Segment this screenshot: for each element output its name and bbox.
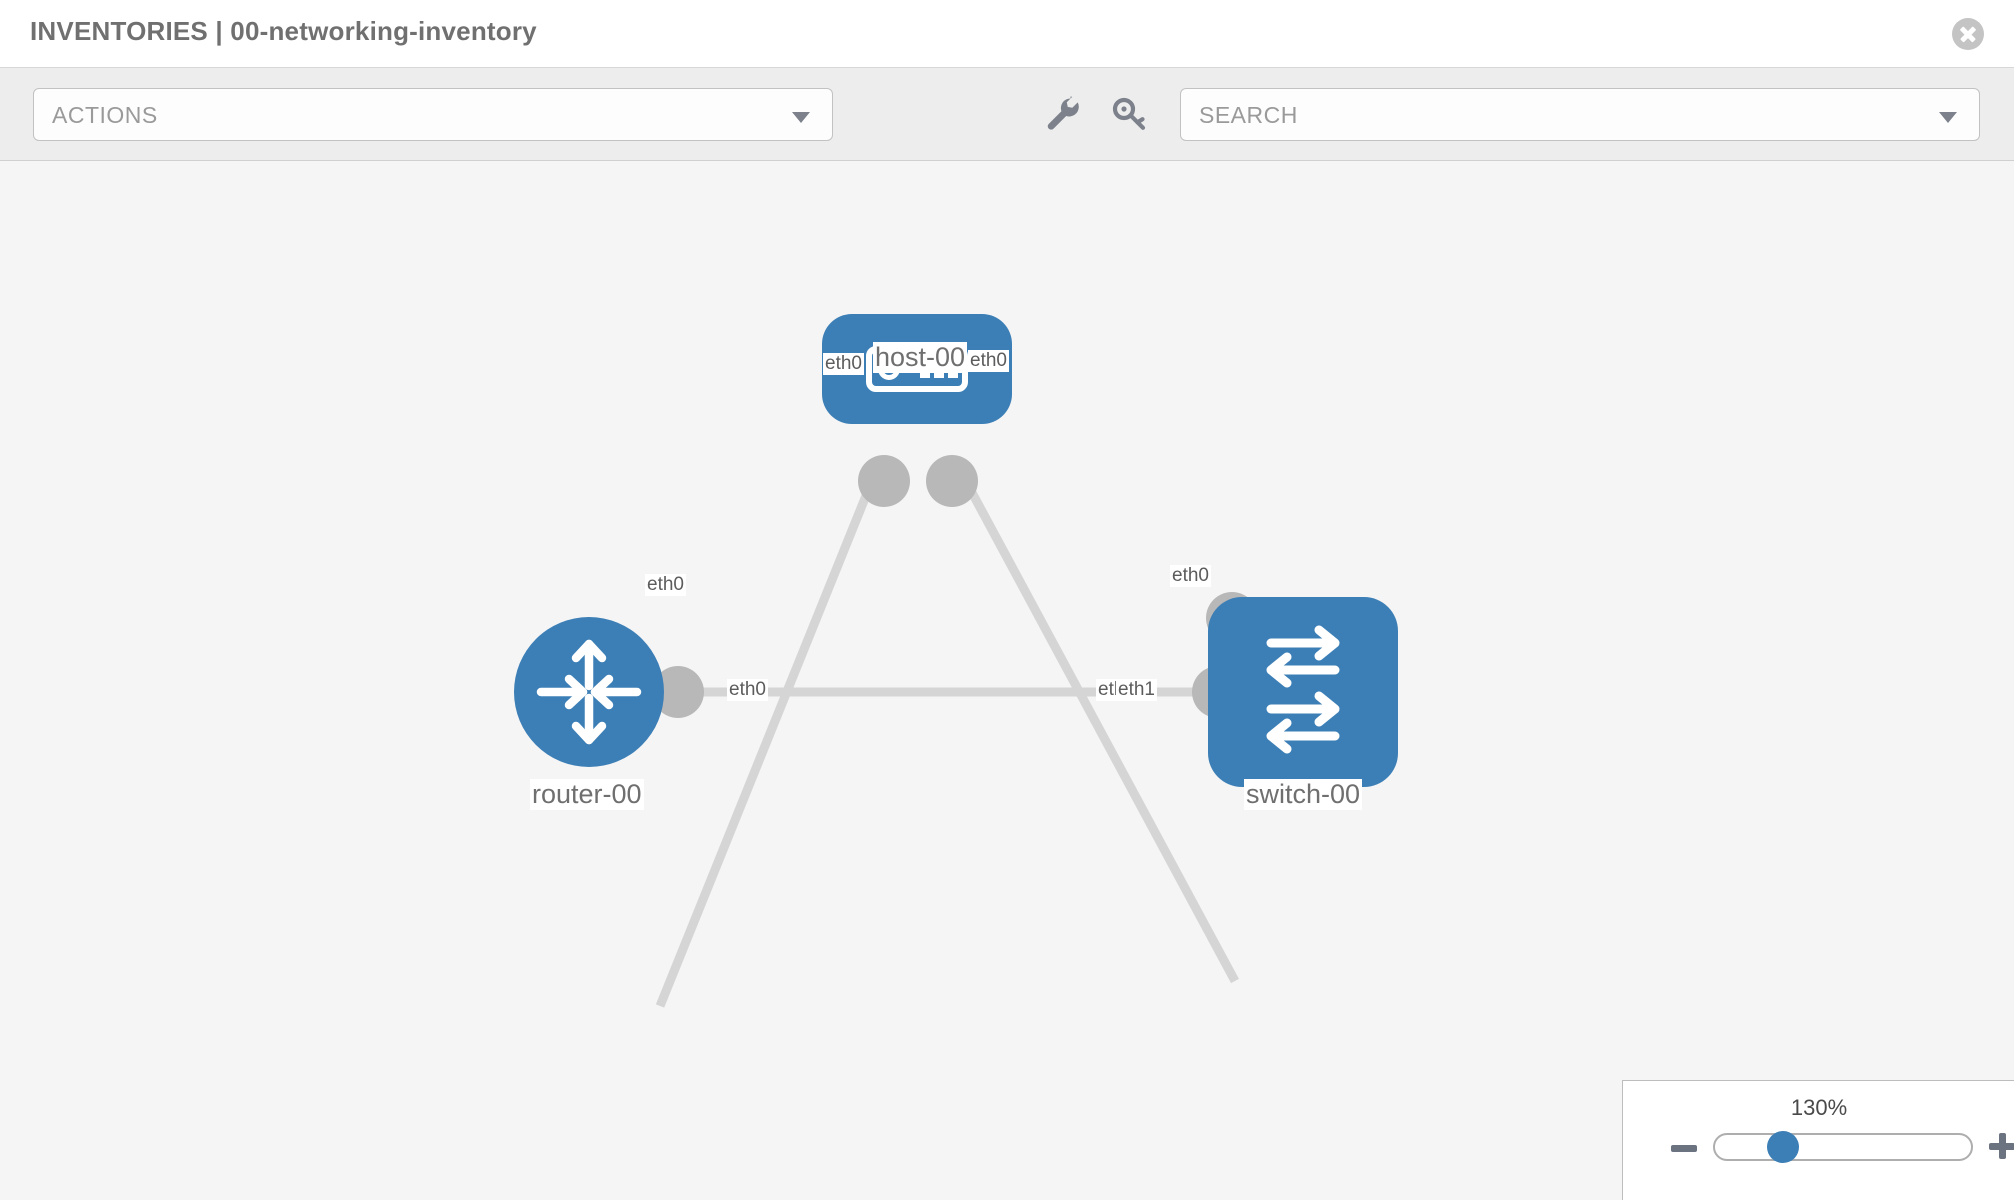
minus-icon[interactable] [1671,1145,1697,1152]
page-header: INVENTORIES | 00-networking-inventory [0,0,2014,68]
zoom-slider-track[interactable] [1713,1133,1973,1161]
link-layer [655,458,1239,1008]
zoom-slider-thumb[interactable] [1767,1131,1799,1163]
connector-router-right [652,666,704,718]
switch-arrows-icon [1266,625,1340,754]
connector-host-right [926,455,978,507]
iface-label-router-eth0-up[interactable]: eth0 [645,574,686,596]
node-switch-00 [1208,597,1398,787]
plus-icon[interactable] [1989,1133,2014,1159]
close-icon[interactable] [1952,18,1984,50]
node-label-host-00[interactable]: host-00 [873,342,968,373]
router-arrows-icon [536,639,642,745]
topology-graph [514,314,1398,1008]
zoom-control-panel: 130% [1622,1080,2014,1200]
chevron-down-icon [792,112,810,123]
key-icon[interactable] [1108,92,1152,136]
connector-host-left [858,455,910,507]
actions-dropdown[interactable]: ACTIONS [33,88,833,141]
search-input[interactable]: SEARCH [1180,88,1980,141]
iface-label-host-eth0-left[interactable]: eth0 [823,353,864,375]
node-label-router-00[interactable]: router-00 [530,779,644,810]
iface-label-switch-eth1-left[interactable]: eth1 [1116,679,1157,701]
actions-dropdown-label: ACTIONS [52,102,158,128]
topology-canvas[interactable]: host-00 router-00 switch-00 eth0 eth0 et… [0,161,2014,1200]
chevron-down-icon[interactable] [1939,112,1957,123]
iface-label-router-eth0-right[interactable]: eth0 [727,679,768,701]
zoom-level-value: 130% [1790,1095,1848,1120]
toolbar: ACTIONS SEARCH [0,68,2014,161]
iface-label-switch-eth0-up[interactable]: eth0 [1170,565,1211,587]
iface-label-host-eth0-right[interactable]: eth0 [968,350,1009,372]
link-host-switch [951,458,1239,984]
search-placeholder: SEARCH [1199,102,1298,128]
wrench-icon[interactable] [1040,92,1084,136]
page-title: INVENTORIES | 00-networking-inventory [30,16,537,46]
node-router-00 [514,617,664,767]
node-label-switch-00[interactable]: switch-00 [1244,779,1363,810]
link-host-router [655,459,885,1008]
